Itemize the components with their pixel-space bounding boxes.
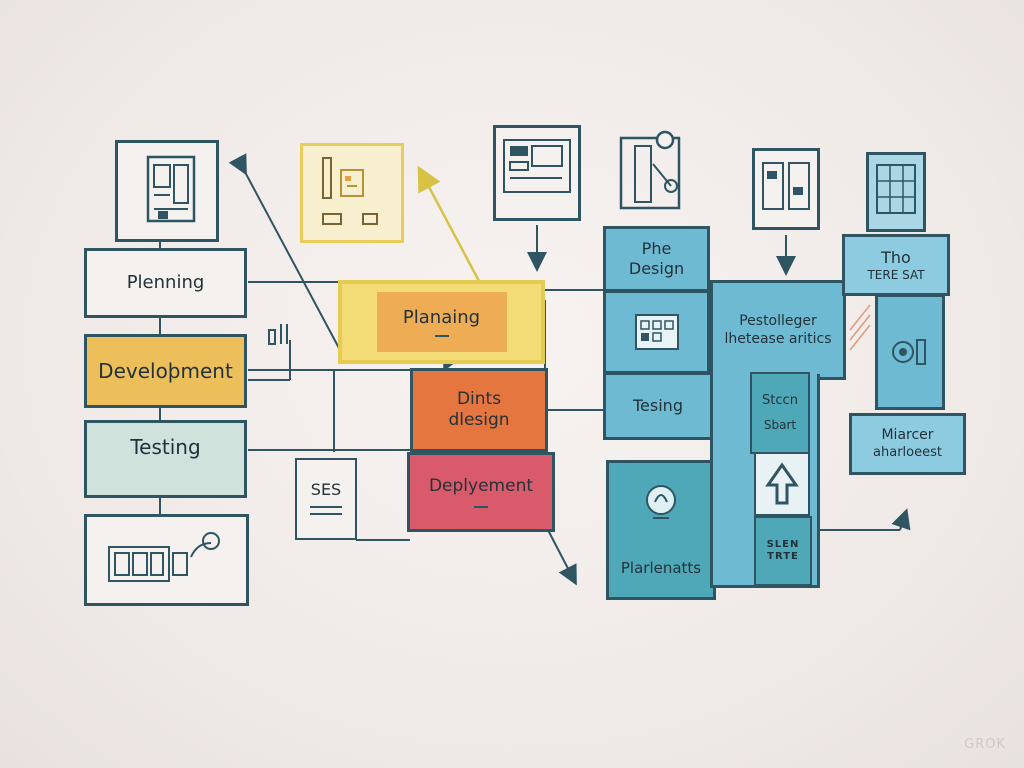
gear-doc-icon [615, 128, 687, 212]
node-development: Develoþment [84, 334, 247, 408]
node-up-arrow [754, 452, 810, 516]
node-phe-design-label: Design [628, 259, 685, 278]
node-phe-label: Phe [641, 239, 672, 258]
node-stccn: Stccn Sbart [750, 372, 810, 454]
node-dints-label: Dints [456, 388, 502, 409]
grid-icon [876, 164, 916, 214]
arrow [547, 529, 577, 586]
devices-icon-frame [84, 514, 249, 606]
node-phe-icon [603, 290, 710, 374]
idea-icon [646, 484, 676, 519]
screen-icon [503, 139, 571, 193]
dash [474, 505, 488, 508]
calendar-icon [634, 314, 679, 350]
node-the-tere: Tho TERE SAT [842, 234, 950, 296]
node-speaker [875, 294, 945, 410]
node-tere-label: TERE SAT [867, 267, 925, 282]
window-icon-frame [752, 148, 820, 230]
node-miarcer-label: Miarcer [881, 427, 934, 444]
devices-icon [108, 532, 220, 582]
yellow-sketch-frame [300, 143, 404, 243]
node-tesing: Tesing [603, 372, 713, 440]
arrow [891, 508, 911, 531]
node-development-label: Develoþment [98, 358, 233, 383]
node-testing: Testing [84, 420, 247, 498]
arrow [417, 165, 482, 284]
node-design-label: dlesign [448, 410, 510, 430]
dash [434, 335, 449, 338]
blueprint-icon [146, 155, 196, 223]
node-mini: SLEN TRTE [754, 516, 812, 586]
node-tesing-label: Tesing [633, 396, 683, 415]
node-the-label: Tho [881, 247, 911, 267]
node-phe-design: Phe Design [603, 226, 710, 292]
node-plarlenatts-label: Plarlenatts [620, 559, 702, 578]
node-pestolleger-label: Pestolleger [739, 313, 817, 329]
node-deployment-label: Deplyement [428, 476, 534, 497]
window-icon [762, 162, 810, 210]
layout-sketch-icon [322, 157, 378, 225]
text-lines-icon [310, 506, 342, 515]
connector [228, 153, 341, 351]
speaker-icon [892, 339, 926, 365]
node-pestolleger: Pestolleger lhetease aritics [710, 280, 846, 380]
node-miarcer-sub: aharloeest [873, 444, 942, 460]
node-ses-label: SES [310, 480, 342, 499]
watermark: GROK [964, 737, 1006, 752]
arrow-up-icon [765, 462, 799, 505]
node-plarlenatts: Plarlenatts [606, 460, 716, 600]
node-planaing: Planaing [338, 280, 545, 364]
node-planning-label: Plenning [126, 271, 205, 293]
node-miarcer: Miarcer aharloeest [849, 413, 966, 475]
node-mini-label: SLEN [766, 538, 800, 550]
screen-icon-frame [493, 125, 581, 221]
plug-icon [263, 320, 295, 360]
blueprint-icon-frame [115, 140, 219, 242]
node-stccn-sub: Sbart [763, 417, 797, 432]
node-ses: SES [295, 458, 357, 540]
planaing-inner: Planaing [376, 292, 507, 352]
grid-icon-frame [866, 152, 926, 232]
node-deployment: Deplyement [407, 452, 555, 532]
node-testing-label: Testing [130, 435, 201, 459]
node-stccn-label: Stccn [762, 393, 798, 409]
node-planaing-label: Planaing [402, 306, 481, 328]
node-planning: Plenning [84, 248, 247, 318]
node-dints-design: Dints dlesign [410, 368, 548, 452]
node-mini-sub: TRTE [767, 551, 799, 562]
node-pestolleger-sub: lhetease aritics [724, 330, 832, 347]
